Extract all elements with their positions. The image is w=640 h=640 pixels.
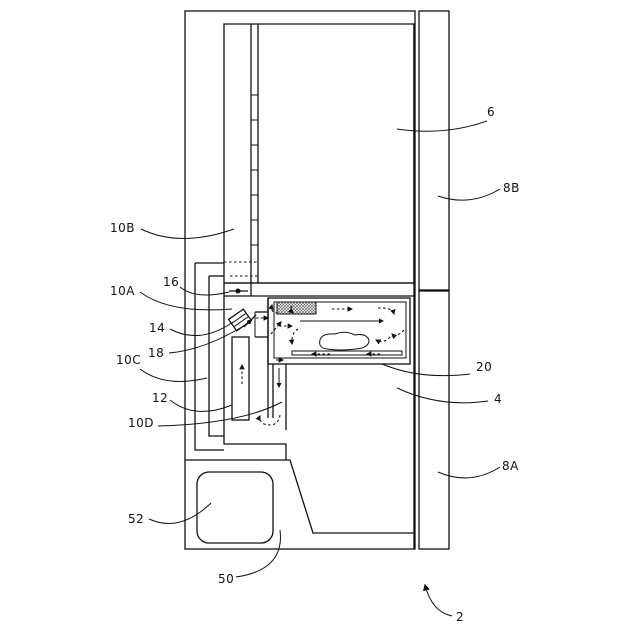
label-8b: 8B bbox=[503, 181, 520, 195]
label-10a: 10A bbox=[110, 284, 135, 298]
doors bbox=[419, 11, 449, 549]
cabinet-outline bbox=[185, 11, 415, 549]
leader-lines bbox=[140, 121, 500, 616]
label-2: 2 bbox=[456, 610, 464, 624]
compressor-shape bbox=[197, 472, 273, 543]
drawer-20 bbox=[268, 298, 410, 364]
label-8a: 8A bbox=[502, 459, 519, 473]
label-10c: 10C bbox=[116, 353, 141, 367]
evaporator-12 bbox=[232, 337, 249, 420]
label-16: 16 bbox=[163, 275, 179, 289]
label-10b: 10B bbox=[110, 221, 135, 235]
label-20: 20 bbox=[476, 360, 492, 374]
label-10d: 10D bbox=[128, 416, 154, 430]
label-12: 12 bbox=[152, 391, 168, 405]
label-18: 18 bbox=[148, 346, 164, 360]
damper-16 bbox=[229, 289, 248, 294]
label-52: 52 bbox=[128, 512, 144, 526]
label-14: 14 bbox=[149, 321, 165, 335]
label-50: 50 bbox=[218, 572, 234, 586]
label-4: 4 bbox=[494, 392, 502, 406]
label-6: 6 bbox=[487, 105, 495, 119]
